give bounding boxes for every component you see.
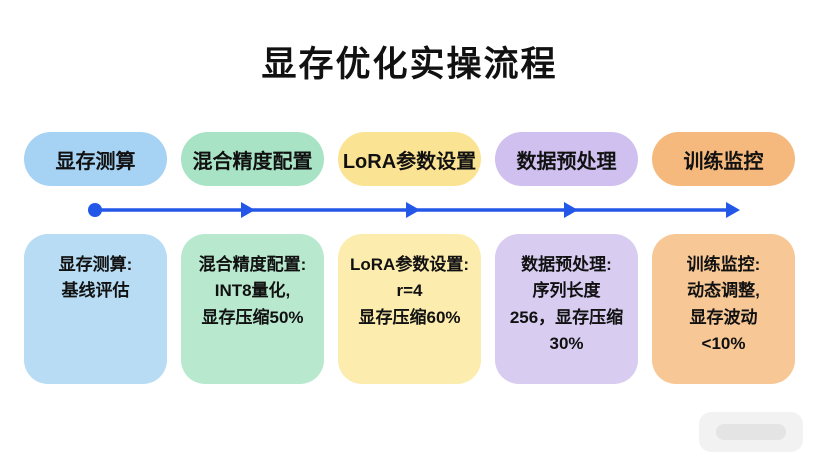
arrow-start-dot xyxy=(88,203,102,217)
stage-pill-2: 混合精度配置 xyxy=(181,132,324,186)
card-line: 30% xyxy=(549,334,584,354)
card-line: 混合精度配置: xyxy=(198,255,307,274)
stage-pill-4: 数据预处理 xyxy=(495,132,638,186)
card-line: 显存波动 xyxy=(689,307,758,327)
stage-pill-3: LoRA参数设置 xyxy=(338,132,481,186)
stage-card-2: 混合精度配置: INT8量化, 显存压缩50% xyxy=(181,234,324,384)
card-line: 基线评估 xyxy=(61,281,130,301)
card-line: 显存压缩60% xyxy=(358,307,461,327)
flow-arrow-svg xyxy=(88,202,740,218)
card-line: 显存压缩50% xyxy=(201,307,304,327)
stage-pill-5: 训练监控 xyxy=(652,132,795,186)
card-line: 显存测算: xyxy=(58,255,133,274)
stage-card-3: LoRA参数设置: r=4 显存压缩60% xyxy=(338,234,481,384)
stage-pill-1: 显存测算 xyxy=(24,132,167,186)
flow-arrow xyxy=(24,186,795,234)
stage-card-5: 训练监控: 动态调整, 显存波动 <10% xyxy=(652,234,795,384)
watermark-logo xyxy=(699,412,803,452)
card-line: LoRA参数设置: xyxy=(350,255,469,274)
card-line: 数据预处理: xyxy=(521,255,612,274)
arrowhead-icon xyxy=(726,202,740,218)
flow-diagram: 显存测算 混合精度配置 LoRA参数设置 数据预处理 训练监控 显存测算: 基线… xyxy=(24,132,795,384)
card-line: 序列长度 xyxy=(532,281,601,301)
card-line: <10% xyxy=(701,334,746,354)
stage-card-1: 显存测算: 基线评估 xyxy=(24,234,167,384)
arrowhead-icon xyxy=(564,202,578,218)
card-line: 训练监控: xyxy=(686,255,761,274)
arrowhead-icon xyxy=(241,202,255,218)
card-line: r=4 xyxy=(396,281,423,301)
arrowhead-icon xyxy=(406,202,420,218)
stage-card-4: 数据预处理: 序列长度 256，显存压缩 30% xyxy=(495,234,638,384)
card-line: 256，显存压缩 xyxy=(509,307,624,327)
card-line: 动态调整, xyxy=(687,281,760,301)
watermark-icon xyxy=(716,424,786,440)
card-line: INT8量化, xyxy=(214,281,291,301)
page-title: 显存优化实操流程 xyxy=(261,45,558,84)
